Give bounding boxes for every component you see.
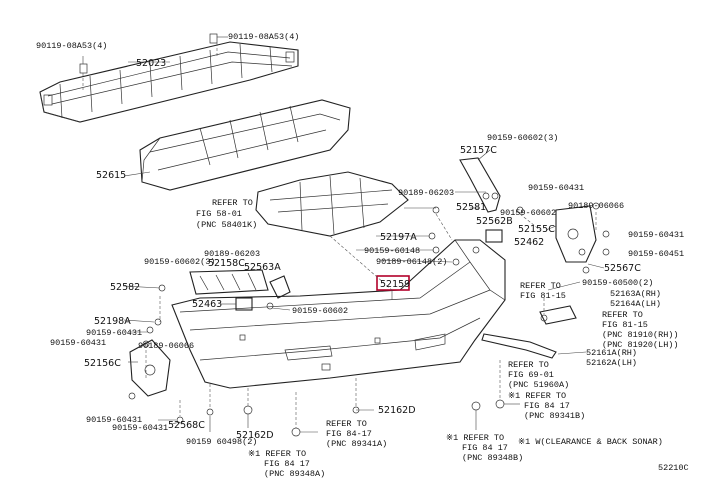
ref-58-01-line2: FIG 58-01 <box>196 209 242 219</box>
label-90159-60451: 90159-60451 <box>628 249 684 259</box>
label-90159-60148: 90159-60148 <box>364 246 420 256</box>
label-52164a: 52164A(LH) <box>610 299 661 309</box>
label-part-code: 52210C <box>658 463 689 473</box>
label-90189-06203-a: 90189-06203 <box>398 188 454 198</box>
ref-58-01-line1: REFER TO <box>212 198 253 208</box>
ref-84-17-c-line3: (PNC 89348A) <box>264 469 325 479</box>
label-52198a: 52198A <box>94 316 131 327</box>
leader-lines <box>123 61 605 433</box>
bracket-52156c <box>129 339 171 397</box>
label-52162d-right: 52162D <box>378 405 416 416</box>
label-52582: 52582 <box>110 282 140 293</box>
label-52161a: 52161A(RH) <box>586 348 637 358</box>
retainer-52158c <box>189 269 269 295</box>
spacer-52563a <box>269 275 291 299</box>
label-52568c: 52568C <box>168 420 205 431</box>
ref-81-15-b-line2: FIG 81-15 <box>602 320 648 330</box>
label-90159-60602-c: 90159-60602 <box>292 306 348 316</box>
footnote-clearance-sonar: ※1 W(CLEARANCE & BACK SONAR) <box>518 437 663 447</box>
label-90159-60602-3-mid: 90159-60602(3) <box>144 257 215 267</box>
label-52163a: 52163A(RH) <box>610 289 661 299</box>
label-52562b: 52562B <box>476 216 513 227</box>
label-90159-60602-b: 90159-60602 <box>500 208 556 218</box>
ref-84-17-d-line1: ※1 REFER TO <box>446 433 504 443</box>
rear-undercover <box>255 171 409 237</box>
bolt-left-90119 <box>79 56 88 74</box>
ref-58-01-line3: (PNC 58401K) <box>196 220 257 230</box>
label-52157c: 52157C <box>460 145 497 156</box>
label-90159-60431-a: 90159-60431 <box>528 183 584 193</box>
label-52159: 52159 <box>380 279 410 290</box>
label-90189-06203-b: 90189-06203 <box>204 249 260 259</box>
energy-absorber-52615 <box>139 99 351 191</box>
label-90119-right: 90119-08A53(4) <box>228 32 299 42</box>
ref-84-17-a-line2: FIG 84-17 <box>326 429 372 439</box>
bumper-reinforcement-52023 <box>39 41 299 123</box>
ref-84-17-b1-line1: ※1 REFER TO <box>508 391 566 401</box>
part-labels: 90119-08A53(4) 90119-08A53(4) 52023 5261… <box>36 32 689 473</box>
label-90119-left: 90119-08A53(4) <box>36 41 107 51</box>
ref-81-15-a-line1: REFER TO <box>520 281 561 291</box>
label-52155c: 52155C <box>518 224 555 235</box>
ref-84-17-c-line2: FIG 84 17 <box>264 459 310 469</box>
label-52023: 52023 <box>136 58 166 69</box>
label-52567c: 52567C <box>604 263 641 274</box>
label-52158c: 52158C <box>208 258 245 269</box>
label-52563a: 52563A <box>244 262 281 273</box>
ref-69-01-line1: REFER TO <box>508 360 549 370</box>
label-90189-06148-2: 90189-06148(2) <box>376 257 447 267</box>
ref-69-01-line3: (PNC 51960A) <box>508 380 569 390</box>
label-90189-06066-b: 90189-06066 <box>138 341 194 351</box>
pad-52462 <box>485 229 503 243</box>
reflector-52163a <box>539 305 577 325</box>
label-52581: 52581 <box>456 202 486 213</box>
label-90159-60498: 90159 60498(2) <box>186 437 257 447</box>
label-52162a: 52162A(LH) <box>586 358 637 368</box>
bracket-52157c <box>459 157 501 213</box>
label-90159-60500-2: 90159-60500(2) <box>582 278 653 288</box>
ref-81-15-a-line2: FIG 81-15 <box>520 291 566 301</box>
label-90159-60431-c: 90159-60431 <box>86 328 142 338</box>
bracket-52155c <box>555 205 597 263</box>
bolt-right-90119 <box>209 33 228 44</box>
label-90159-60431-b: 90159-60431 <box>628 230 684 240</box>
label-90189-06066: 90189-06066 <box>568 201 624 211</box>
label-52462: 52462 <box>514 237 544 248</box>
ref-81-15-b-line3: (PNC 81910(RH)) <box>602 330 679 340</box>
molding-52161a <box>481 333 557 359</box>
label-90159-60431-f: 90159-60431 <box>112 423 168 433</box>
ref-84-17-d-line2: FIG 84 17 <box>462 443 508 453</box>
ref-69-01-line2: FIG 69-01 <box>508 370 554 380</box>
dashed-guides <box>82 43 597 428</box>
rear-bumper-cover-52159 <box>171 239 506 389</box>
label-52615: 52615 <box>96 170 126 181</box>
ref-84-17-b1-line3: (PNC 89341B) <box>524 411 585 421</box>
ref-84-17-d-line3: (PNC 89348B) <box>462 453 523 463</box>
label-90159-60431-e: 90159-60431 <box>86 415 142 425</box>
highlight-52159 <box>376 275 410 291</box>
label-52197a: 52197A <box>380 232 417 243</box>
ref-84-17-c-line1: ※1 REFER TO <box>248 449 306 459</box>
ref-84-17-a-line3: (PNC 89341A) <box>326 439 387 449</box>
ref-84-17-a-line1: REFER TO <box>326 419 367 429</box>
reference-notes: REFER TO FIG 58-01 (PNC 58401K) REFER TO… <box>196 198 679 479</box>
label-52463: 52463 <box>192 299 222 310</box>
ref-84-17-b1-line2: FIG 84 17 <box>524 401 570 411</box>
label-52156c: 52156C <box>84 358 121 369</box>
label-90159-60602-3-top: 90159-60602(3) <box>487 133 558 143</box>
ref-81-15-b-line1: REFER TO <box>602 310 643 320</box>
ref-81-15-b-line4: (PNC 81920(LH)) <box>602 340 679 350</box>
label-90159-60431-d: 90159-60431 <box>50 338 106 348</box>
label-52162d: 52162D <box>236 430 274 441</box>
